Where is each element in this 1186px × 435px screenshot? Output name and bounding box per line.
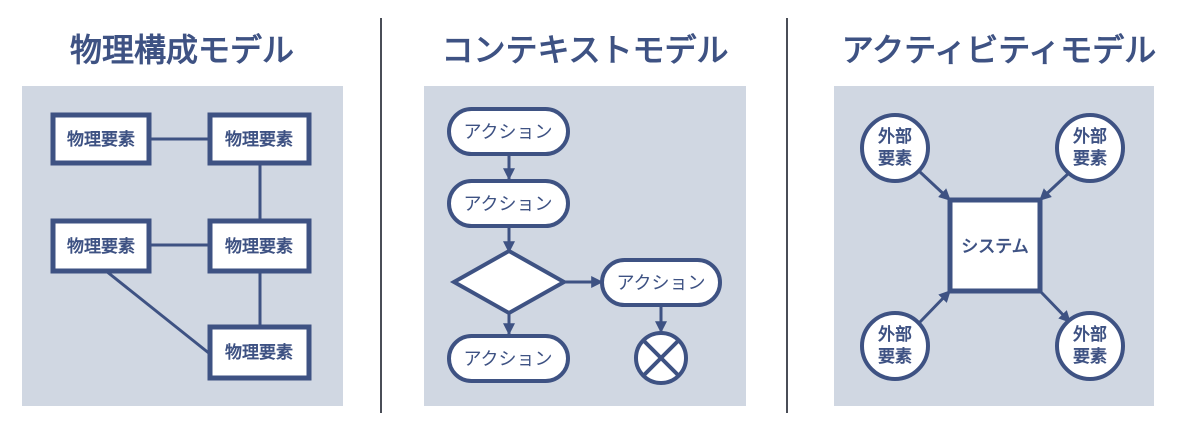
svg-text:外部: 外部	[1073, 126, 1107, 147]
physical-model-diagram: 物理要素 物理要素 物理要素 物理要素 物理要素	[50, 112, 312, 381]
svg-text:外部: 外部	[878, 324, 912, 345]
physical-model-panel: 物理要素 物理要素 物理要素 物理要素 物理要素	[22, 86, 343, 406]
external-element-node: 外部 要素	[1055, 113, 1125, 183]
svg-text:物理要素: 物理要素	[225, 236, 293, 257]
connector	[105, 269, 211, 356]
action-node: アクション	[447, 179, 570, 228]
svg-text:要素: 要素	[878, 347, 912, 367]
svg-text:要素: 要素	[1073, 149, 1107, 169]
svg-text:アクション: アクション	[463, 194, 552, 215]
title-physical-model: 物理構成モデル	[69, 31, 294, 69]
external-element-node: 外部 要素	[860, 311, 930, 381]
separator-right	[786, 18, 788, 413]
svg-text:物理要素: 物理要素	[67, 236, 135, 257]
system-node: システム	[947, 197, 1043, 294]
svg-text:アクション: アクション	[463, 122, 552, 143]
svg-text:物理要素: 物理要素	[225, 129, 293, 150]
action-node: アクション	[447, 107, 570, 156]
title-context-model: コンテキストモデル	[441, 31, 729, 69]
flow-arrow	[918, 170, 952, 202]
svg-text:物理要素: 物理要素	[225, 342, 293, 363]
svg-text:物理要素: 物理要素	[67, 129, 135, 150]
flow-arrow	[918, 289, 952, 324]
external-element-node: 外部 要素	[860, 113, 930, 183]
svg-text:アクション: アクション	[616, 273, 705, 294]
physical-element-node: 物理要素	[207, 218, 312, 274]
action-node: アクション	[600, 258, 722, 307]
physical-element-node: 物理要素	[207, 112, 312, 166]
svg-text:外部: 外部	[878, 126, 912, 147]
physical-element-node: 物理要素	[50, 218, 152, 274]
physical-element-node: 物理要素	[50, 112, 152, 166]
separator-left	[380, 18, 382, 413]
physical-element-node: 物理要素	[207, 324, 312, 381]
flow-arrow	[1038, 170, 1072, 202]
end-node-icon	[634, 331, 688, 385]
decision-node	[449, 248, 569, 316]
svg-text:システム: システム	[961, 237, 1029, 257]
svg-text:外部: 外部	[1073, 324, 1107, 345]
svg-text:要素: 要素	[878, 149, 912, 169]
flow-arrow	[1038, 289, 1072, 324]
context-model-diagram: アクション アクション アクション アクション	[447, 107, 722, 385]
action-node: アクション	[447, 334, 570, 383]
activity-model-diagram: システム 外部 要素 外部 要素 外部 要素 外部 要素	[860, 113, 1125, 381]
title-activity-model: アクティビティモデル	[841, 31, 1157, 69]
context-model-panel: アクション アクション アクション アクション	[424, 86, 746, 406]
svg-text:要素: 要素	[1073, 347, 1107, 367]
activity-model-panel: システム 外部 要素 外部 要素 外部 要素 外部 要素	[834, 86, 1154, 406]
svg-text:アクション: アクション	[463, 349, 552, 370]
external-element-node: 外部 要素	[1055, 311, 1125, 381]
